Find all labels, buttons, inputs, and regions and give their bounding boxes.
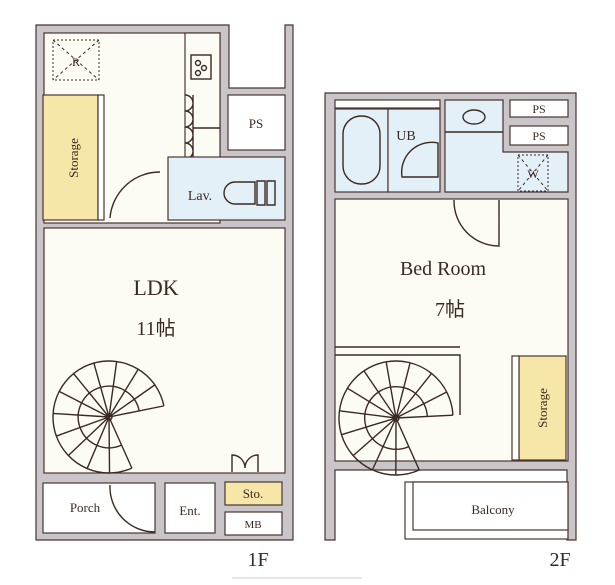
washer-label: W xyxy=(527,167,539,181)
stair-tread xyxy=(395,373,433,419)
stair-tread xyxy=(53,412,110,418)
sink-icon xyxy=(462,109,486,125)
lavatory-label: Lav. xyxy=(188,189,212,204)
cabinet-doors-icon xyxy=(184,94,220,165)
stair-tread xyxy=(395,417,420,471)
window xyxy=(334,99,441,109)
floor-label-1f: 1F xyxy=(247,549,268,571)
stair-tread xyxy=(371,417,397,471)
stair-tread xyxy=(108,416,111,474)
balcony-label: Balcony xyxy=(471,502,515,517)
stair-tread xyxy=(108,416,133,469)
meter-box-label: MB xyxy=(244,519,261,531)
ldk-size: 11帖 xyxy=(136,317,175,340)
stair-tread xyxy=(108,361,118,418)
washer-space xyxy=(517,154,549,192)
room-porch xyxy=(42,482,156,534)
storage-2f-door xyxy=(511,355,520,461)
stair-tread xyxy=(395,414,453,419)
ps-1f-label: PS xyxy=(249,116,263,131)
entrance-label: Ent. xyxy=(179,503,200,518)
fridge-space xyxy=(52,39,100,81)
room-storage-1f xyxy=(42,94,99,221)
ps-2f-2-label: PS xyxy=(532,129,545,143)
toilet-icon xyxy=(223,180,276,206)
spiral-staircase-2f xyxy=(338,360,454,476)
ldk-label: LDK xyxy=(133,275,178,300)
stair-post xyxy=(392,414,400,422)
stair-tread xyxy=(108,405,165,418)
unit-bath-label: UB xyxy=(396,129,415,144)
stair-tread xyxy=(93,362,110,418)
ps-2f-1-label: PS xyxy=(532,102,545,116)
room-ps-1f xyxy=(227,94,286,151)
storage-1f-label: Storage xyxy=(66,138,81,178)
room-ps-2f-2 xyxy=(509,125,569,146)
bedroom-door-swing xyxy=(453,199,500,247)
room-bathtub xyxy=(334,108,389,193)
counter xyxy=(184,32,221,164)
room-meter-box xyxy=(224,511,283,536)
stair-tread xyxy=(108,384,156,418)
room-small-storage xyxy=(224,481,283,506)
fridge-cross-icon xyxy=(52,39,100,81)
stair-tread xyxy=(363,370,397,419)
bedroom-label: Bed Room xyxy=(400,258,487,280)
room-unit-bath xyxy=(387,108,441,193)
floor-1f: R Storage PS Lav. LDK 11帖 Porch Ent. Sto… xyxy=(35,24,362,579)
stair-tread xyxy=(352,417,397,457)
floor-label-2f: 2F xyxy=(549,549,570,571)
burner-icon xyxy=(194,59,202,67)
floor-2f: UB PS PS W Bed Room 7帖 Storage Balcony 2… xyxy=(324,92,577,571)
stair-tread xyxy=(395,362,411,419)
stove-icon xyxy=(190,54,212,80)
bathtub-icon xyxy=(342,115,381,185)
stair-tread xyxy=(56,416,110,437)
stair-tread xyxy=(341,417,397,436)
small-storage-label: Sto. xyxy=(243,486,264,501)
room-ps-2f-1 xyxy=(509,99,569,118)
spiral-staircase-1f xyxy=(52,360,165,474)
room-storage-2f xyxy=(518,355,567,461)
storage-door xyxy=(97,94,105,221)
storage-2f-label: Storage xyxy=(535,388,550,428)
stair-tread xyxy=(67,416,110,457)
door-swing xyxy=(109,171,161,219)
stair-tread xyxy=(395,391,448,419)
burner-icon xyxy=(194,69,202,77)
entrance-door-swing xyxy=(109,484,156,533)
stair-post xyxy=(105,413,113,421)
room-washroom xyxy=(444,99,569,193)
stair-tread xyxy=(58,390,110,418)
porch-label: Porch xyxy=(70,500,101,515)
stair-tread xyxy=(385,361,397,419)
closet-door-icon xyxy=(231,454,259,472)
bath-door-swing xyxy=(400,141,439,178)
room-ldk xyxy=(43,227,286,474)
stair-tread xyxy=(339,410,397,419)
stair-rail xyxy=(335,346,461,415)
washer-cross-icon xyxy=(517,154,549,192)
stair-tread xyxy=(86,416,110,469)
stair-tread xyxy=(73,373,110,418)
bedroom-size: 7帖 xyxy=(435,298,465,321)
stair-tread xyxy=(347,387,397,419)
burner-icon xyxy=(200,64,208,72)
stair-tread xyxy=(108,368,139,418)
room-entrance xyxy=(164,482,216,534)
refrigerator-label: R xyxy=(72,55,80,69)
